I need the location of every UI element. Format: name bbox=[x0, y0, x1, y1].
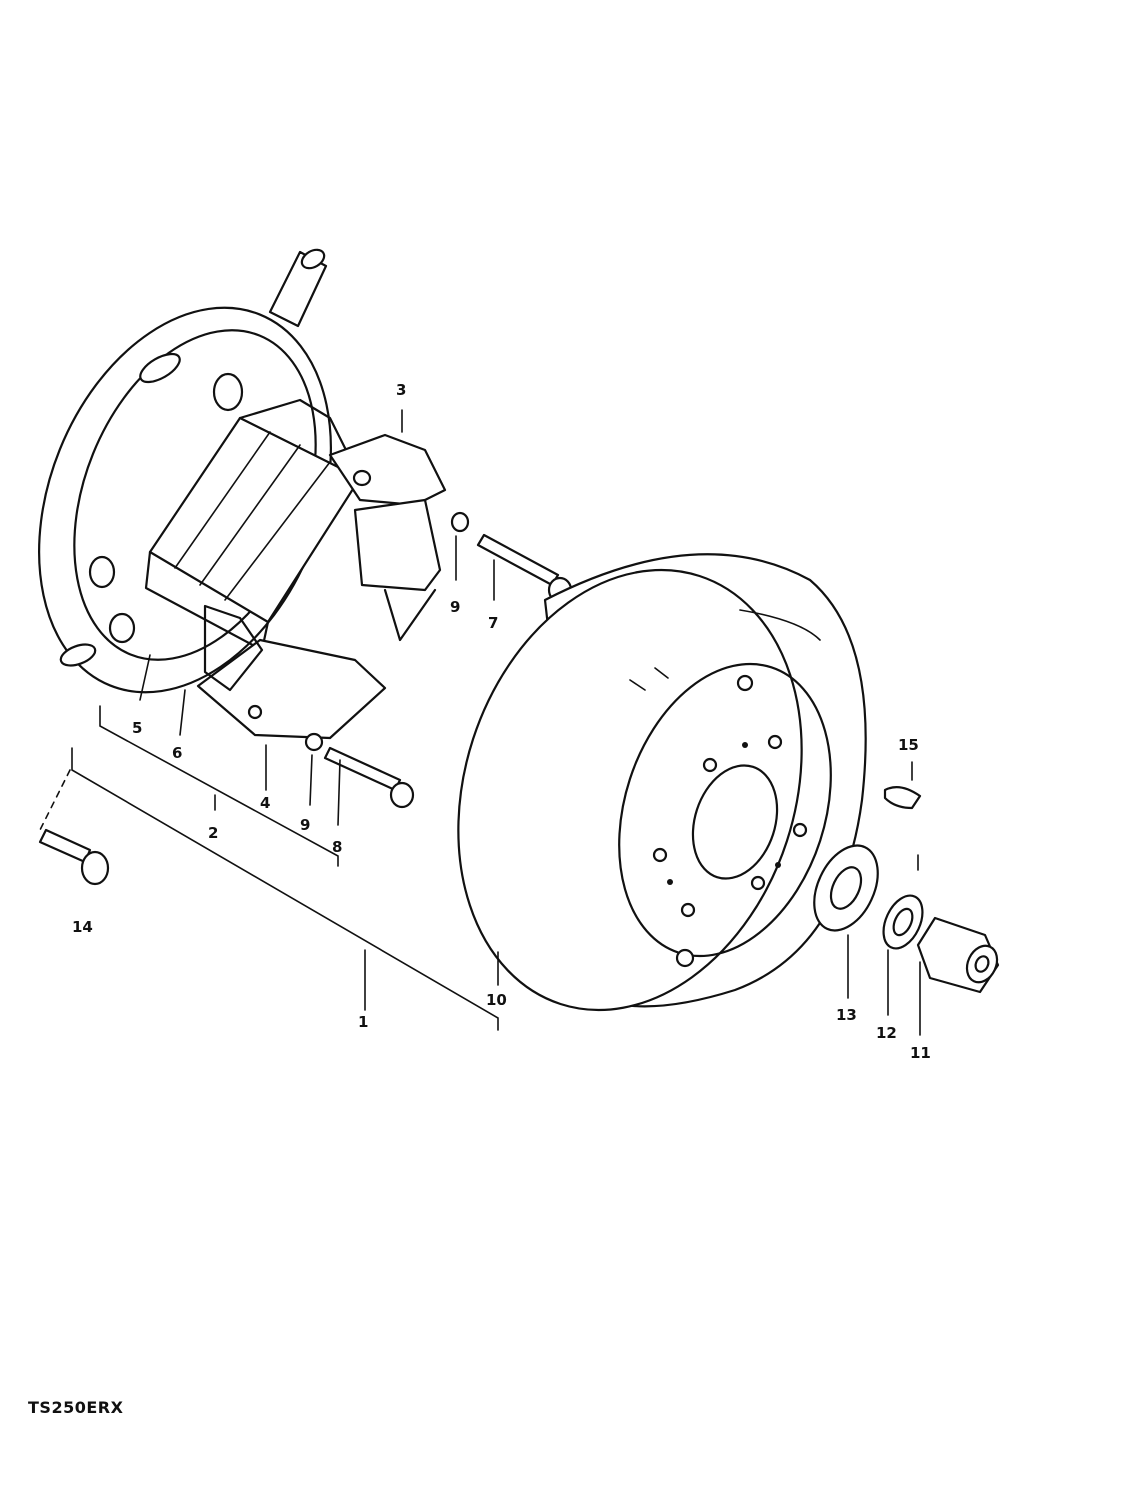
callout-10: 10 bbox=[486, 991, 507, 1009]
screw-7 bbox=[476, 533, 573, 604]
callout-5: 5 bbox=[132, 719, 142, 737]
pickup-coil bbox=[328, 433, 447, 642]
callout-9-upper: 9 bbox=[450, 598, 460, 616]
callout-15: 15 bbox=[898, 736, 919, 754]
lighting-coil bbox=[196, 604, 387, 740]
callout-4: 4 bbox=[260, 794, 270, 812]
callout-13: 13 bbox=[836, 1006, 857, 1024]
callout-14: 14 bbox=[72, 918, 93, 936]
callout-7: 7 bbox=[488, 614, 498, 632]
washer-13 bbox=[813, 844, 879, 932]
crankshaft-stub bbox=[268, 248, 328, 328]
washer-9-upper bbox=[450, 511, 470, 533]
callout-6: 6 bbox=[172, 744, 182, 762]
model-code: TS250ERX bbox=[28, 1398, 124, 1417]
nut-11 bbox=[916, 916, 1000, 994]
screw-14 bbox=[38, 828, 110, 886]
lock-washer-12 bbox=[882, 894, 924, 950]
callout-8: 8 bbox=[332, 838, 342, 856]
callout-3: 3 bbox=[396, 381, 406, 399]
leader-lines bbox=[39, 409, 921, 1036]
callout-11: 11 bbox=[910, 1044, 931, 1062]
washer-9-lower bbox=[304, 732, 324, 752]
key-15 bbox=[883, 785, 922, 810]
callout-2: 2 bbox=[208, 824, 218, 842]
callout-1: 1 bbox=[358, 1013, 368, 1031]
callout-9-lower: 9 bbox=[300, 816, 310, 834]
callouts: 1 2 3 4 5 6 7 8 9 9 10 11 12 13 14 15 bbox=[72, 381, 931, 1062]
flywheel-rotor bbox=[457, 553, 867, 1012]
screw-8 bbox=[323, 746, 415, 809]
callout-12: 12 bbox=[876, 1024, 897, 1042]
